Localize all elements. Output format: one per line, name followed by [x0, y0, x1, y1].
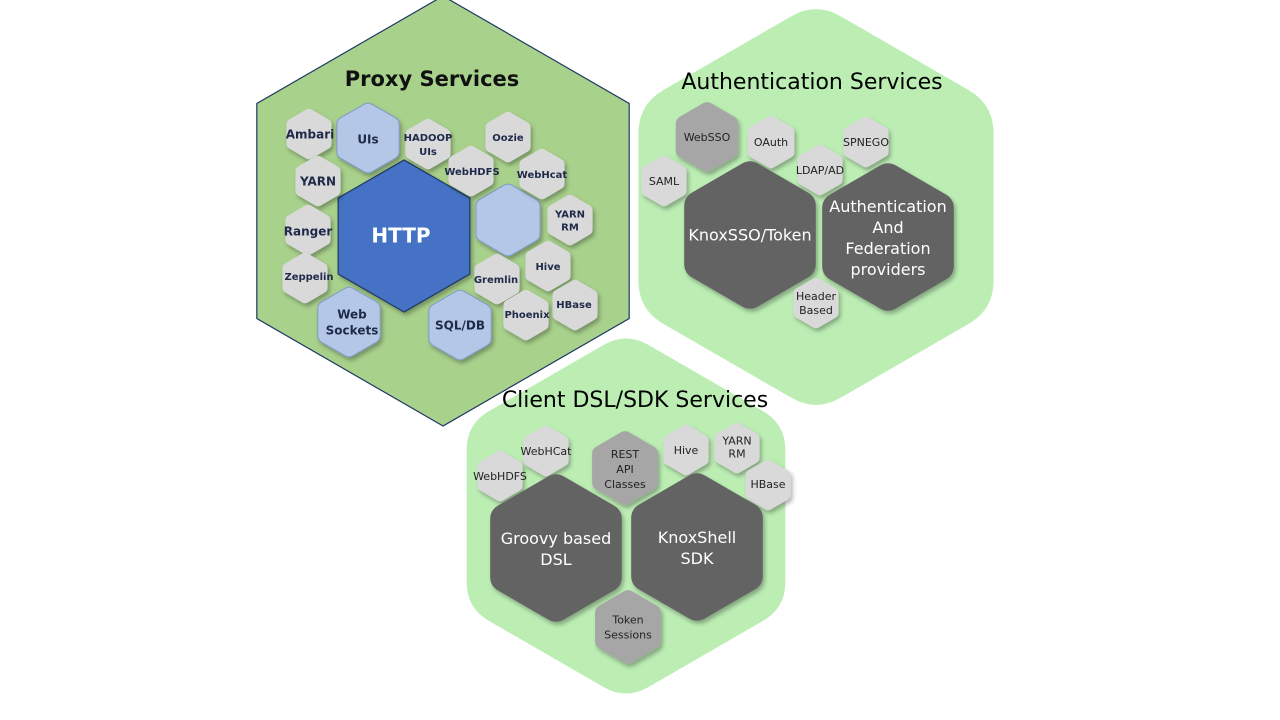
hbase-client-label: HBase [750, 478, 785, 491]
hive-label: Hive [535, 262, 560, 273]
ranger-label: Ranger [284, 225, 333, 239]
sql-db-hex [428, 289, 492, 361]
ambari-hex [286, 108, 332, 160]
knoxshell-label-line: SDK [681, 549, 714, 568]
http-hex [337, 159, 471, 313]
rest-api-label-line: REST [611, 448, 640, 461]
phoenix-hex [503, 289, 549, 341]
providers-hex [822, 163, 954, 311]
header-based-hex [793, 277, 839, 329]
providers-label-line: Federation [845, 239, 930, 258]
yarn-rm-label-line: YARN [554, 210, 585, 221]
webhdfs-client-hex [477, 450, 523, 502]
yarn-rm-hex [547, 194, 593, 246]
gremlin-label: Gremlin [474, 275, 518, 286]
saml-label: SAML [649, 175, 680, 188]
ambari-label: Ambari [286, 128, 335, 142]
empty-blue-hex [475, 183, 541, 257]
auth-services-hex [638, 9, 994, 405]
hive-client-hex [663, 424, 709, 476]
websso-label: WebSSO [684, 131, 731, 144]
yarn-rm-label-line: RM [561, 223, 579, 234]
ranger-hex [285, 204, 331, 256]
groovy-hex [490, 474, 622, 622]
uis-hex [336, 102, 400, 174]
hive-hex [525, 240, 571, 292]
ldap-hex [797, 144, 843, 196]
token-sessions-label-line: Sessions [604, 629, 652, 642]
knoxshell-label-line: KnoxShell [658, 528, 736, 547]
hbase-hex [552, 279, 598, 331]
webhcat-hex [519, 148, 565, 200]
oauth-hex [747, 115, 795, 169]
oozie-label: Oozie [492, 133, 524, 144]
webhcat-client-label: WebHCat [521, 445, 573, 458]
hadoop-uis-hex [405, 118, 451, 170]
token-sessions-label-line: Token [611, 614, 643, 627]
rest-api-label-line: API [616, 463, 633, 476]
yarn-rm-label: YARN RM [554, 210, 585, 234]
sql-db-label: SQL/DB [435, 319, 485, 333]
gremlin-hex [474, 253, 520, 305]
oozie-hex [485, 111, 531, 163]
hbase-client-hex [745, 459, 791, 511]
spnego-hex [843, 116, 889, 168]
web-sockets-label-line: Web [337, 308, 367, 322]
knoxsso-hex [684, 161, 816, 309]
knoxshell-hex [631, 473, 763, 621]
knoxsso-label: KnoxSSO/Token [688, 226, 811, 245]
client-services-title: Client DSL/SDK Services [502, 388, 768, 413]
token-sessions-hex [595, 590, 661, 664]
proxy-services-title: Proxy Services [345, 67, 520, 91]
auth-services-title: Authentication Services [681, 70, 942, 95]
yarn-label: YARN [299, 175, 336, 189]
providers-label-line: providers [851, 260, 926, 279]
saml-hex [641, 155, 687, 207]
yarn-rm-client-label-line: YARN [721, 435, 751, 448]
yarn-rm-client-hex [714, 422, 760, 474]
hive-client-label: Hive [674, 444, 699, 457]
hadoop-uis-label-line: HADOOP [404, 133, 453, 144]
ldap-label: LDAP/AD [796, 164, 844, 177]
web-sockets-hex [317, 286, 381, 358]
yarn-hex [295, 155, 341, 207]
webhcat-client-hex [523, 425, 569, 477]
header-based-label-line: Based [799, 304, 833, 317]
rest-api-hex [592, 431, 658, 505]
zeppelin-label: Zeppelin [284, 272, 333, 283]
hadoop-uis-label: HADOOP UIs [404, 133, 453, 158]
providers-label-line: And [872, 218, 903, 237]
rest-api-label-line: Classes [604, 478, 646, 491]
spnego-label: SPNEGO [843, 136, 889, 149]
providers-label-line: Authentication [829, 197, 946, 216]
hbase-label: HBase [556, 300, 592, 311]
webhdfs-hex [448, 145, 494, 197]
groovy-label-line: Groovy based [501, 529, 612, 548]
phoenix-label: Phoenix [504, 310, 550, 321]
websso-hex [675, 102, 739, 172]
yarn-rm-client-label-line: RM [728, 448, 745, 461]
oauth-label: OAuth [754, 136, 788, 149]
hadoop-uis-label-line: UIs [419, 147, 437, 158]
webhdfs-label: WebHDFS [444, 167, 499, 178]
rest-api-label: REST API Classes [604, 448, 646, 491]
header-based-label-line: Header [796, 290, 837, 303]
uis-label: UIs [357, 133, 378, 147]
groovy-label-line: DSL [540, 550, 571, 569]
web-sockets-label-line: Sockets [326, 324, 379, 338]
http-label: HTTP [371, 224, 430, 248]
webhcat-label: WebHcat [517, 170, 568, 181]
webhdfs-client-label: WebHDFS [473, 470, 527, 483]
zeppelin-hex [282, 252, 328, 304]
